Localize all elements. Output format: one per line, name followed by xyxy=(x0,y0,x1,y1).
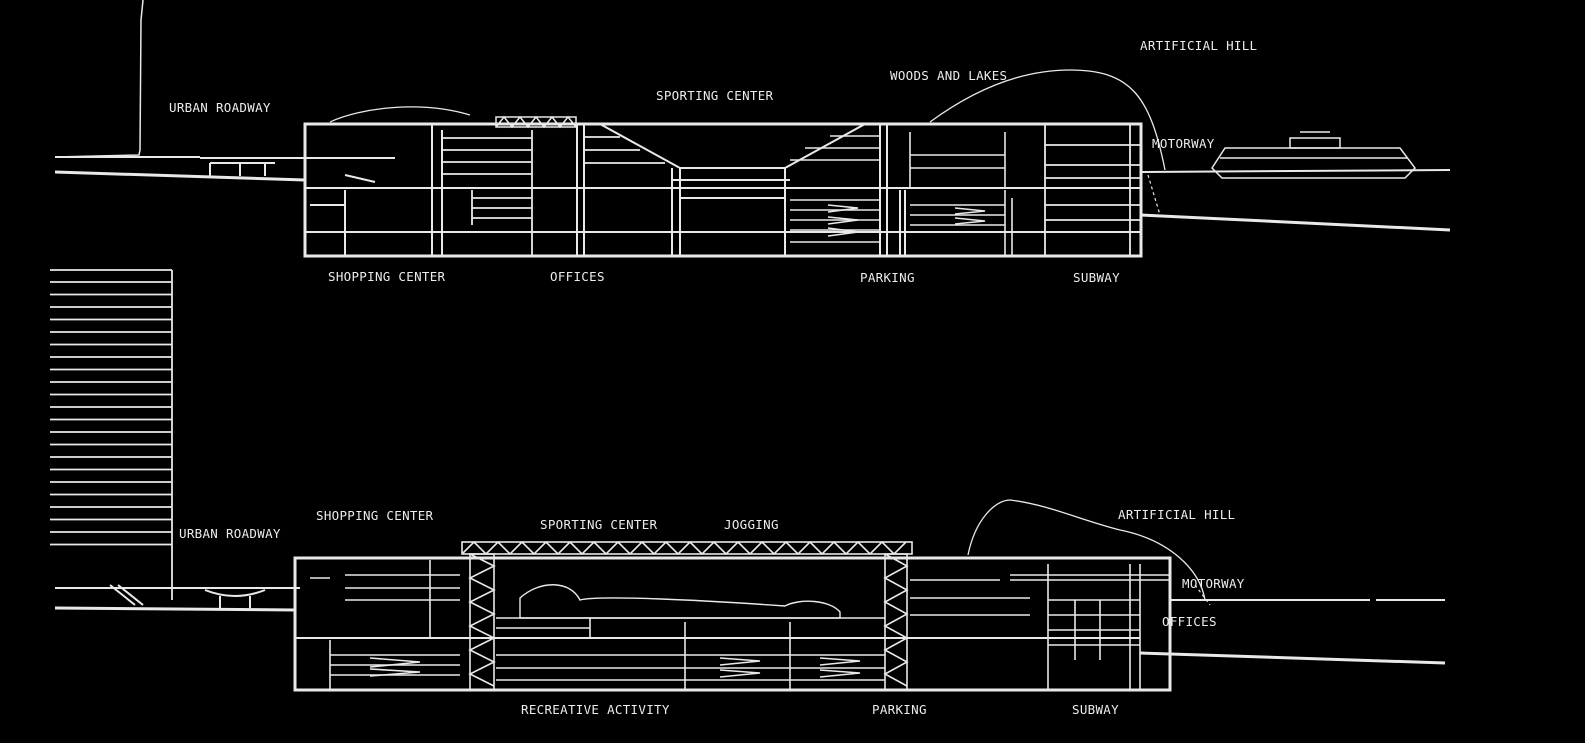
lower-label-sporting-center: SPORTING CENTER xyxy=(540,517,658,532)
upper-label-urban-roadway: URBAN ROADWAY xyxy=(169,100,271,115)
upper-parking-ramps xyxy=(790,135,880,243)
lower-label-parking: PARKING xyxy=(872,702,927,717)
upper-label-woods-and-lakes: WOODS AND LAKES xyxy=(890,68,1008,83)
lower-label-urban-roadway: URBAN ROADWAY xyxy=(179,526,281,541)
upper-sporting-hall xyxy=(599,123,866,169)
upper-label-sporting-center: SPORTING CENTER xyxy=(656,88,774,103)
upper-vessel xyxy=(1211,131,1416,179)
upper-label-shopping-center: SHOPPING CENTER xyxy=(328,269,446,284)
upper-subway-block xyxy=(1044,124,1141,256)
upper-label-offices: OFFICES xyxy=(550,269,605,284)
upper-ground-left xyxy=(54,170,306,182)
lower-label-motorway: MOTORWAY xyxy=(1182,576,1245,591)
upper-label-subway: SUBWAY xyxy=(1073,270,1120,285)
lower-label-jogging: JOGGING xyxy=(724,517,779,532)
upper-artificial-hill xyxy=(929,69,1166,171)
upper-office-floors xyxy=(584,136,672,233)
lower-ground-left xyxy=(54,606,296,612)
upper-building-outline xyxy=(303,122,1143,258)
lower-label-offices: OFFICES xyxy=(1162,614,1217,629)
lower-label-recreative-activity: RECREATIVE ACTIVITY xyxy=(521,702,670,717)
lower-shopping-floors xyxy=(310,560,460,690)
lower-label-artificial-hill: ARTIFICIAL HILL xyxy=(1118,507,1236,522)
upper-label-artificial-hill: ARTIFICIAL HILL xyxy=(1140,38,1258,53)
skyscraper xyxy=(50,269,173,600)
upper-parking-block xyxy=(909,132,1013,256)
upper-roadway-bridge xyxy=(200,157,395,176)
upper-label-motorway: MOTORWAY xyxy=(1152,136,1215,151)
lower-recreative-hall xyxy=(496,584,885,690)
lower-section xyxy=(54,499,1446,692)
upper-label-parking: PARKING xyxy=(860,270,915,285)
upper-shopping-floors xyxy=(442,130,533,256)
upper-roof-mound-left xyxy=(329,106,471,123)
upper-roof-truss xyxy=(495,115,577,129)
upper-urban-edge xyxy=(54,0,144,158)
lower-roadway-bridge xyxy=(109,584,300,608)
upper-section xyxy=(54,0,1451,258)
lower-building-outline xyxy=(293,556,1172,692)
lower-label-subway: SUBWAY xyxy=(1072,702,1119,717)
lower-artificial-hill xyxy=(967,499,1206,601)
lower-label-shopping-center: SHOPPING CENTER xyxy=(316,508,434,523)
upper-ground-right xyxy=(1140,169,1451,173)
lower-truss-frame xyxy=(461,540,913,691)
lower-right-block xyxy=(910,564,1170,690)
